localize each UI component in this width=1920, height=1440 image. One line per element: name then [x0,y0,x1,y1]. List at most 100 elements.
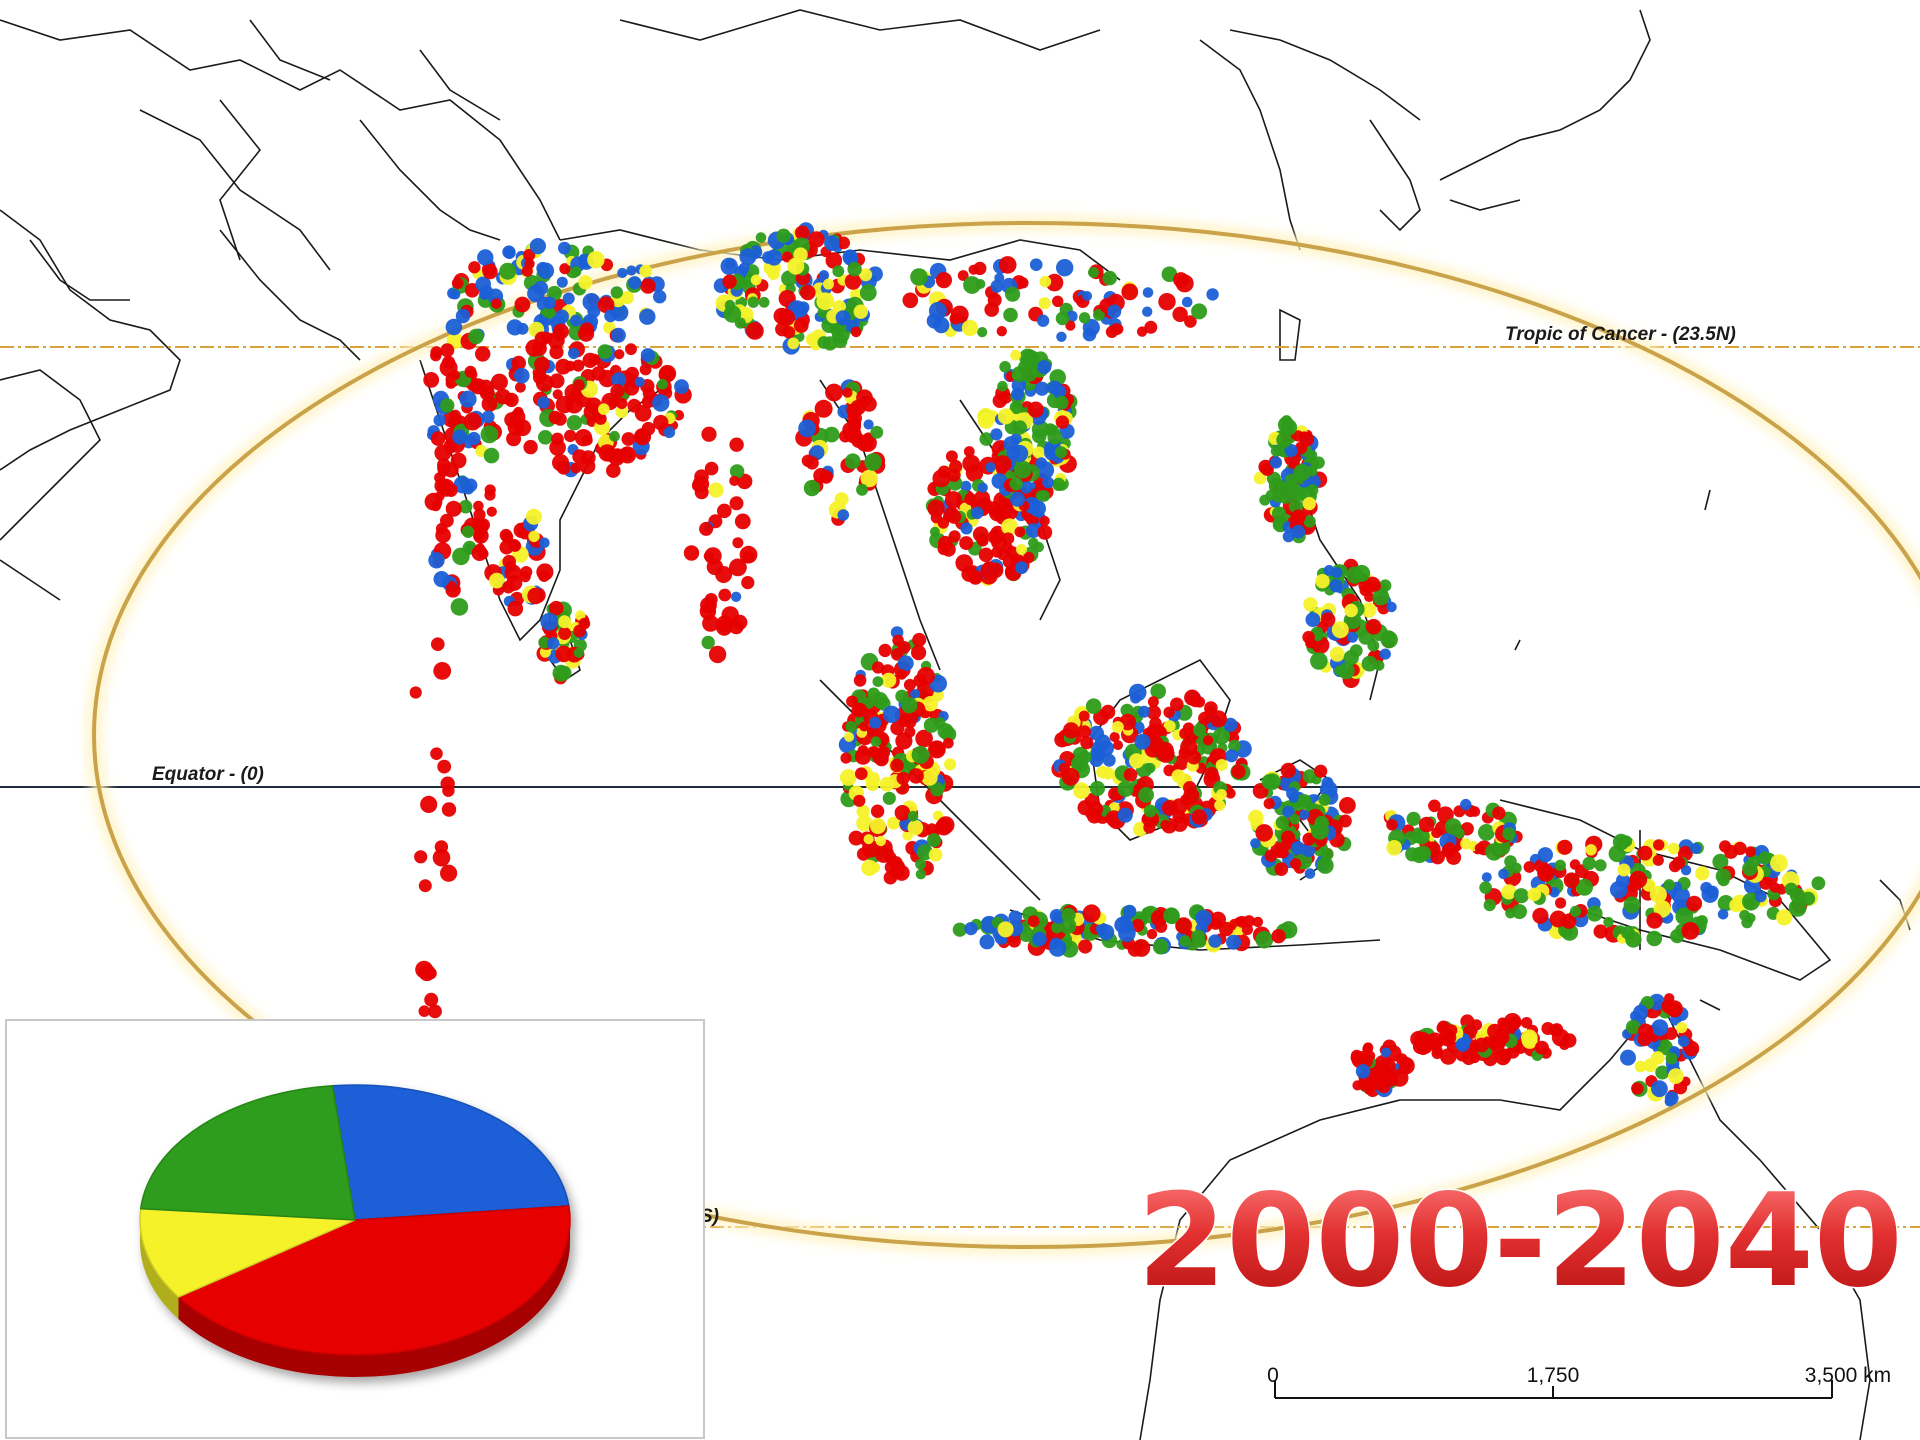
observation-point [1150,683,1166,700]
pie-slice-yellow [139,1207,356,1298]
observation-point [803,479,821,497]
observation-point [461,525,475,538]
observation-point [1058,762,1071,775]
observation-point [861,859,878,877]
observation-point [1203,735,1214,746]
observation-point [533,280,549,296]
observation-point [856,815,873,832]
observation-point [1228,739,1241,753]
observation-point [944,758,957,771]
observation-point [1428,799,1441,813]
observation-point [867,746,880,759]
observation-point [1562,1033,1577,1048]
observation-point [921,769,938,786]
observation-point [863,834,874,845]
observation-point [916,667,935,685]
observation-point [997,921,1014,938]
observation-point [1280,830,1296,845]
observation-point [781,251,793,263]
observation-point [1617,863,1631,877]
observation-point [1216,789,1227,800]
observation-point [1770,854,1788,872]
observation-point [1209,917,1222,930]
observation-point [1045,273,1064,292]
observation-point [835,310,851,326]
observation-point [823,278,834,290]
observation-point [628,276,642,290]
observation-point [1274,862,1289,876]
observation-point [1306,465,1318,477]
observation-point [555,309,569,324]
observation-point [1017,277,1029,289]
observation-point [933,717,946,729]
observation-point [814,399,833,418]
observation-point [850,399,866,416]
observation-point [1276,432,1293,448]
observation-point [1056,331,1067,342]
observation-point [1362,1042,1374,1053]
observation-point [1138,787,1154,803]
observation-point [430,747,443,760]
observation-point [1323,565,1335,576]
observation-point [910,268,928,286]
observation-point [572,359,585,372]
observation-point [854,703,868,716]
observation-point [907,819,924,836]
observation-point [960,522,973,535]
observation-point [1646,930,1663,947]
observation-point [475,346,491,362]
observation-point [1010,433,1022,444]
observation-point [1089,752,1104,768]
observation-point [825,252,843,269]
observation-point [1502,827,1516,841]
observation-point [440,864,458,882]
observation-point [985,462,996,473]
observation-point [1612,833,1630,851]
observation-point [1299,809,1310,820]
observation-point [890,758,904,773]
observation-point [1555,897,1567,909]
observation-point [889,864,904,880]
observation-point [1532,907,1549,924]
observation-point [957,270,969,281]
observation-point [1717,909,1729,920]
observation-point [1380,1047,1391,1058]
observation-point [927,499,945,517]
observation-point [729,437,744,452]
observation-point [856,847,871,861]
observation-point [1052,477,1066,491]
observation-point [423,372,440,388]
observation-point [1534,1040,1549,1055]
observation-point [793,318,809,333]
observation-point [1108,802,1120,813]
observation-point [1163,706,1175,718]
observation-point [1479,881,1492,894]
observation-point [741,576,755,590]
observation-point [1054,395,1069,410]
observation-point [794,225,810,241]
observation-point [863,419,874,430]
observation-point [1548,1024,1561,1037]
observation-point [568,347,580,360]
observation-point [1208,934,1222,948]
observation-point [869,716,882,729]
observation-point [729,496,744,511]
observation-point [1681,922,1700,940]
pie-slice-green [139,1084,356,1221]
observation-point [431,637,445,651]
observation-point [928,301,947,320]
observation-point [468,261,481,274]
observation-point [1184,315,1197,328]
observation-point [1160,819,1171,831]
observation-point [1011,444,1029,463]
observation-point [837,236,850,250]
observation-point [1416,1042,1430,1056]
observation-point [1304,868,1316,879]
observation-point [1365,618,1382,635]
scale-tick-0: 0 [1267,1364,1279,1387]
observation-point [1146,735,1164,753]
observation-point [1214,799,1226,811]
observation-point [1303,597,1318,612]
observation-point [564,429,577,443]
observation-point [1102,753,1116,767]
